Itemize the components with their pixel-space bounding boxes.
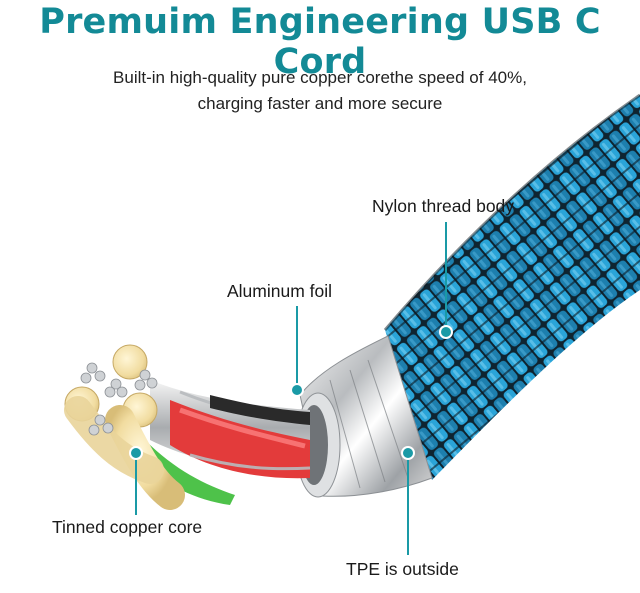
nylon-braid-body	[385, 95, 640, 480]
page-title: Premuim Engineering USB C Cord	[39, 2, 601, 82]
subtitle: Built-in high-quality pure copper coreth…	[0, 65, 640, 117]
subtitle-line-2: charging faster and more secure	[197, 94, 443, 113]
label-nylon-thread-body: Nylon thread body	[372, 196, 515, 216]
green-wire	[140, 440, 235, 505]
label-tinned-copper-core: Tinned copper core	[52, 517, 203, 537]
label-tpe-outside: TPE is outside	[346, 559, 459, 579]
label-aluminum-foil: Aluminum foil	[227, 281, 333, 301]
tinned-strand-bundles	[80, 362, 158, 436]
wire-end-caps	[64, 344, 185, 510]
subtitle-line-1: Built-in high-quality pure copper coreth…	[113, 68, 527, 87]
